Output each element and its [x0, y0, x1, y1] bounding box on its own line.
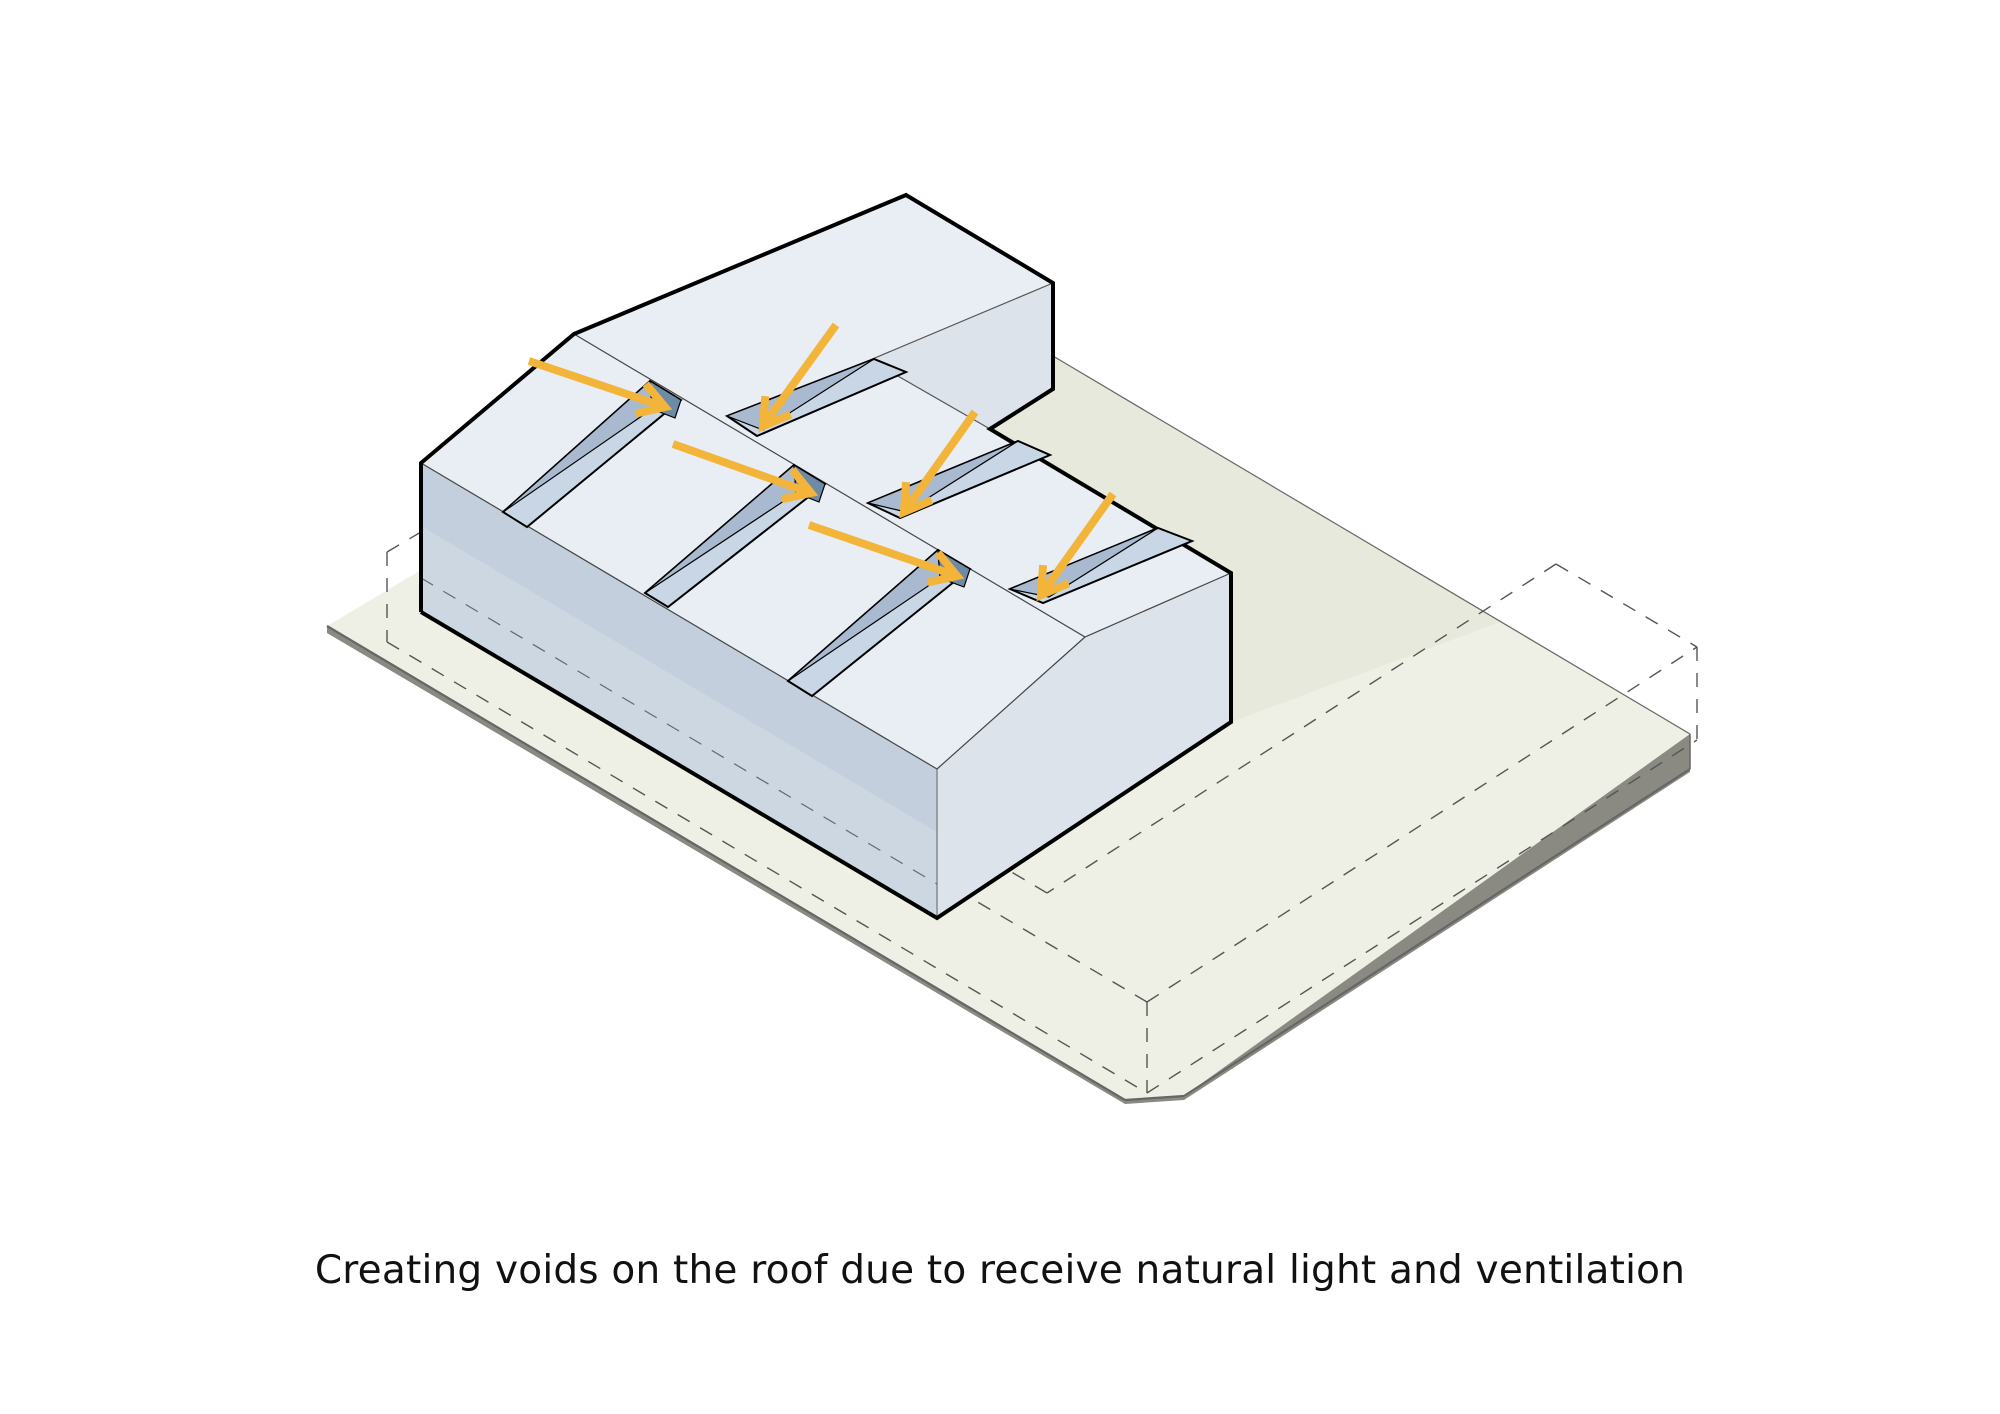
light-arrow-2 — [671, 440, 819, 504]
dash-right-top — [1146, 646, 1698, 1003]
arrow-head-icon — [634, 381, 673, 418]
front-face-lower-band — [421, 526, 937, 918]
light-arrow-3 — [807, 521, 965, 587]
dash-inner-back — [1046, 563, 1557, 894]
arrow-shaft — [527, 357, 667, 411]
arrow-shaft — [671, 440, 813, 497]
building-outline — [419, 192, 1233, 921]
arrow-head-icon — [780, 467, 819, 504]
arrow-head-icon — [758, 395, 793, 433]
dash-box-right-edge — [1555, 563, 1698, 648]
arrow-shaft — [759, 322, 840, 429]
back-block-eave-line — [869, 282, 1054, 361]
light-arrow-1 — [527, 357, 673, 418]
building-massing — [419, 192, 1233, 921]
dash-right-bottom — [1146, 739, 1698, 1094]
site-back-edge — [1052, 355, 1691, 735]
gable-upper-line — [1084, 572, 1232, 638]
front-face-dash — [420, 577, 938, 885]
arrow-shaft — [900, 409, 979, 515]
light-arrow-6 — [1036, 491, 1117, 602]
site-right-edge — [1183, 768, 1691, 1097]
arrow-shaft — [1037, 491, 1117, 598]
light-arrow-4 — [758, 322, 840, 433]
arrow-shaft — [807, 521, 959, 580]
roof-void-2 — [643, 463, 827, 609]
site-corner-edge — [1124, 1094, 1185, 1102]
site-shadow-area — [990, 356, 1500, 722]
dash-left-top — [386, 531, 422, 553]
back-block-side-face — [870, 283, 1053, 429]
gable-end-face — [937, 573, 1231, 918]
roof-ridge-line — [573, 333, 1086, 638]
light-arrow-5 — [899, 409, 979, 519]
light-arrows — [527, 322, 1117, 602]
dash-front-bottom — [386, 641, 1148, 1094]
back-roof-slope — [574, 195, 1231, 637]
arrow-head-icon — [899, 481, 934, 519]
site-front-edge — [326, 625, 1126, 1101]
arrow-head-icon — [926, 550, 965, 587]
gable-lower-line — [936, 636, 1086, 770]
diagram-caption: Creating voids on the roof due to receiv… — [314, 1248, 1686, 1293]
arrow-head-icon — [1036, 564, 1071, 602]
